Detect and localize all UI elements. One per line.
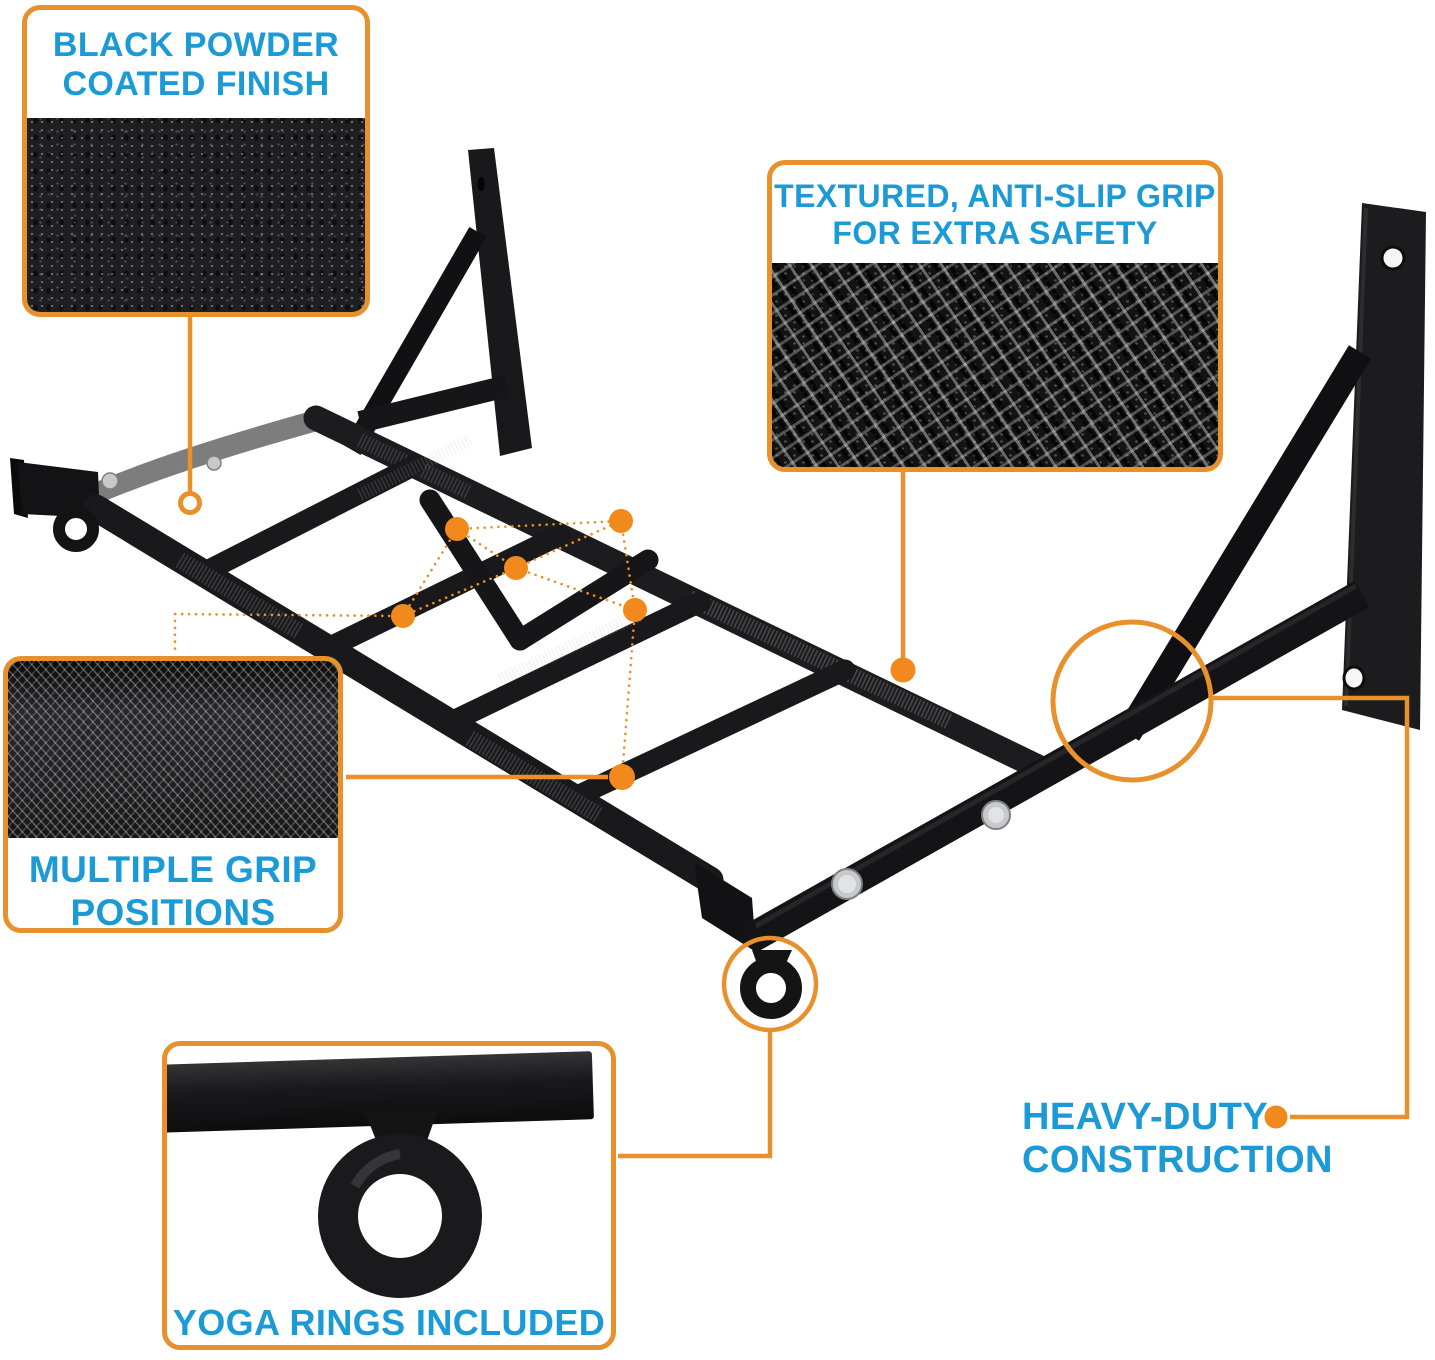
mounting-bolts	[101, 455, 1011, 900]
left-yoga-ring	[53, 506, 99, 552]
powder-coat-texture-photo	[27, 118, 365, 312]
callout-title-line2: FOR EXTRA SAFETY	[832, 215, 1158, 252]
front-bar-knurl-2	[465, 730, 605, 824]
right-bracket-top-hole	[1380, 245, 1406, 271]
callout-title: BLACK POWDER COATED FINISH	[27, 10, 365, 105]
grip-knurl-texture-photo	[8, 661, 338, 838]
callout-title-line2: POSITIONS	[70, 891, 276, 933]
callout-title: TEXTURED, ANTI-SLIP GRIP FOR EXTRA SAFET…	[772, 165, 1218, 252]
left-end-tube	[79, 409, 329, 507]
callout-title-line1: TEXTURED, ANTI-SLIP GRIP	[774, 178, 1216, 214]
callout-title-line2: CONSTRUCTION	[1022, 1138, 1333, 1181]
left-bracket-arm	[357, 375, 510, 433]
callout-title: YOGA RINGS INCLUDED	[167, 1302, 611, 1344]
right-bracket-edge-highlight	[1344, 207, 1368, 707]
callout-title-line2: COATED FINISH	[62, 65, 330, 104]
callout-yoga-rings: YOGA RINGS INCLUDED	[162, 1041, 616, 1350]
callout-title-line1: HEAVY-DUTY	[1022, 1096, 1269, 1138]
left-wall-bracket	[343, 148, 532, 456]
left-bracket-bolt-hole	[477, 177, 485, 191]
yoga-ring-graphic	[318, 1134, 482, 1298]
ring-highlight	[350, 1149, 401, 1189]
front-bar	[82, 494, 724, 894]
callout-textured-grip: TEXTURED, ANTI-SLIP GRIP FOR EXTRA SAFET…	[767, 160, 1223, 472]
right-bracket-bottom-hole	[1342, 665, 1366, 691]
callout-multiple-grip: MULTIPLE GRIP POSITIONS	[3, 656, 343, 933]
yoga-ring-closeup	[318, 1112, 482, 1298]
callout-title-line1: YOGA RINGS INCLUDED	[172, 1302, 606, 1343]
callout-title: MULTIPLE GRIP POSITIONS	[8, 849, 338, 933]
anti-slip-grip-texture-photo	[772, 263, 1218, 467]
front-right-corner	[694, 862, 756, 952]
front-bar-knurl-1	[175, 552, 305, 640]
callout-title-line1: MULTIPLE GRIP	[28, 849, 318, 890]
callout-title-line1: BLACK POWDER	[52, 26, 340, 64]
callout-black-powder-finish: BLACK POWDER COATED FINISH	[22, 5, 370, 317]
right-yoga-ring	[740, 957, 802, 1019]
callout-heavy-duty: HEAVY-DUTY CONSTRUCTION	[1022, 1096, 1333, 1182]
left-end-square-tube	[18, 462, 100, 518]
